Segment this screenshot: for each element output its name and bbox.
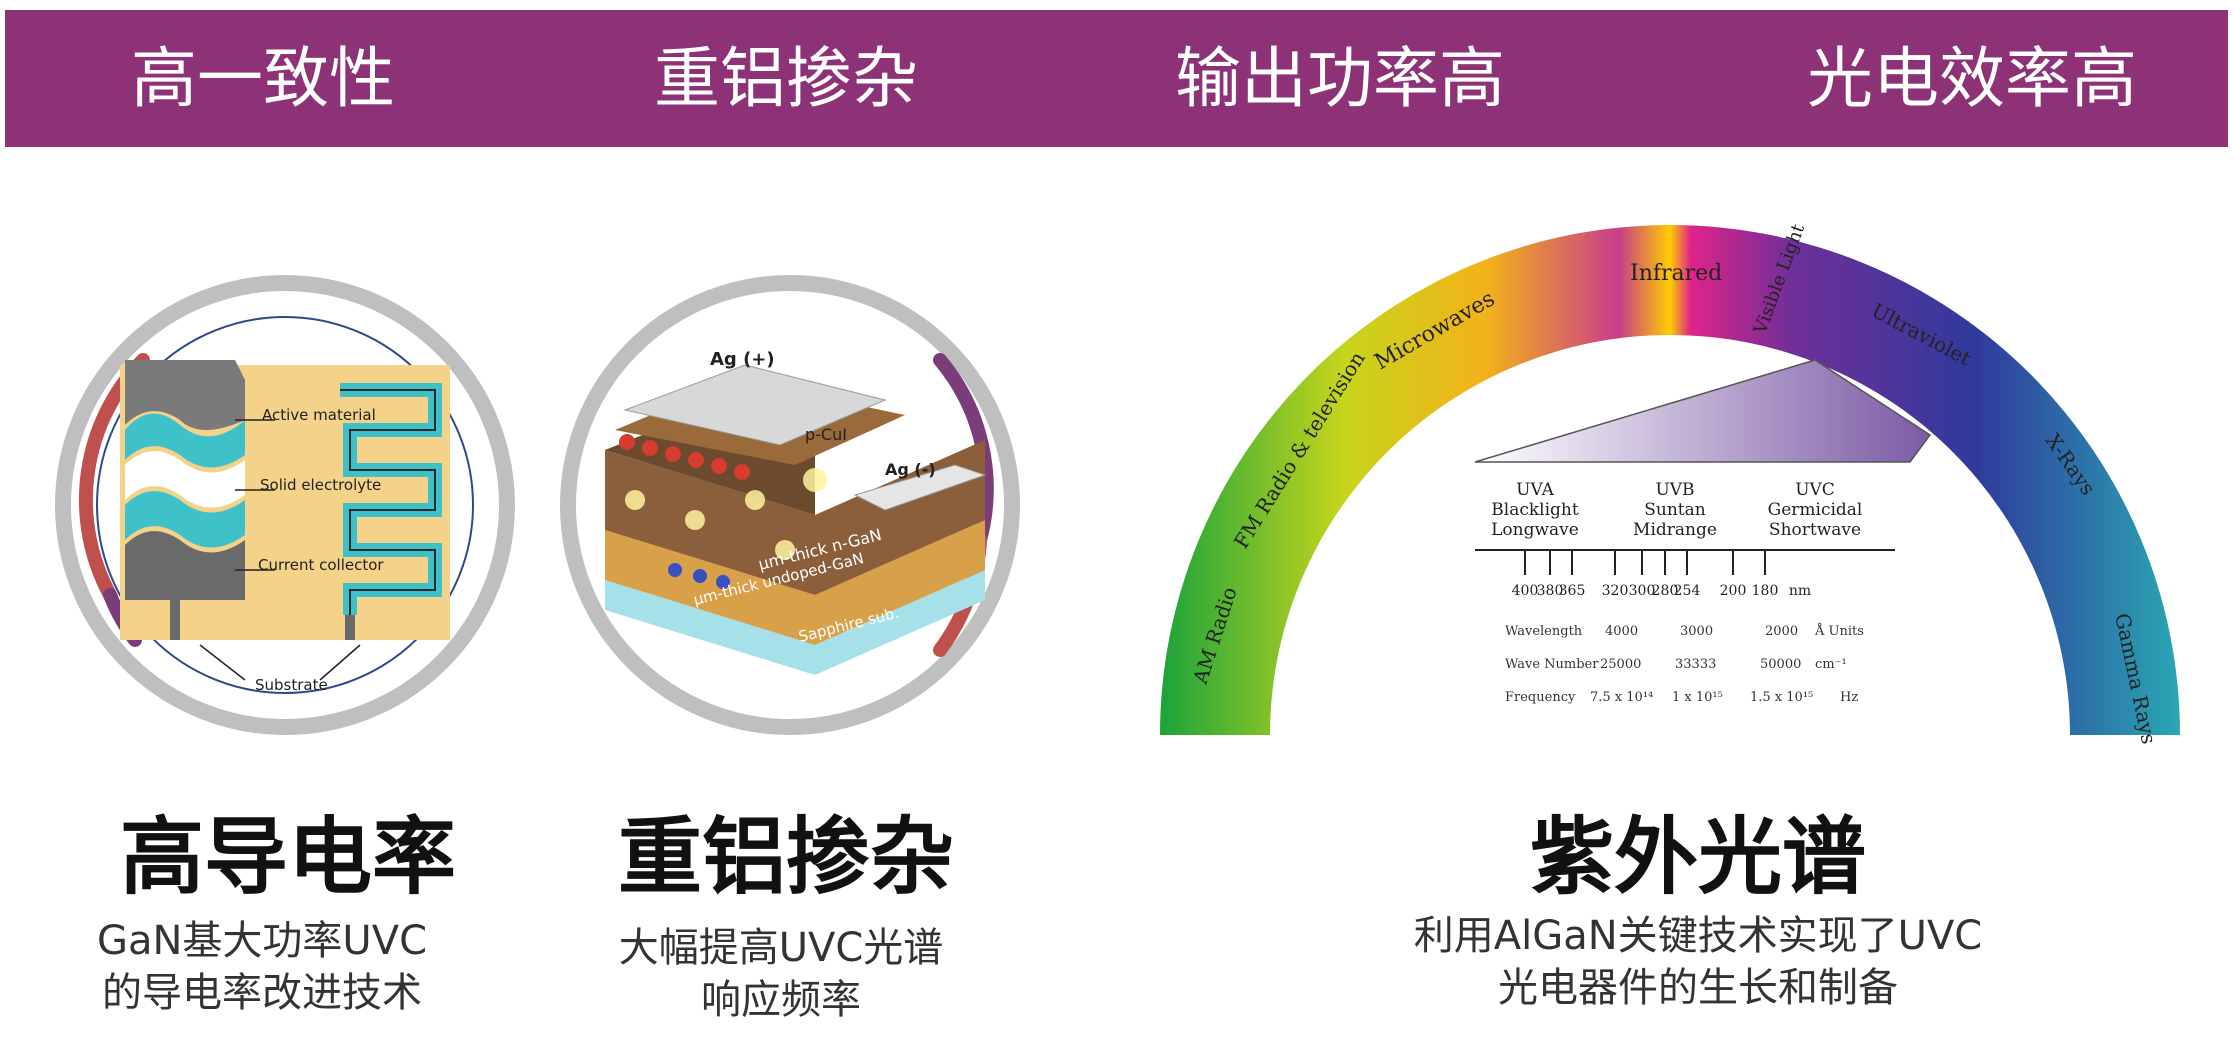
feature-desc-conductivity: GaN基大功率UVC 的导电率改进技术 [97, 915, 427, 1019]
row-unit: Å Units [1814, 623, 1864, 639]
battery-structure-figure: Active material Solid electrolyte Curren… [55, 275, 515, 735]
tick-label: 380 [1537, 583, 1564, 599]
band-uvc-line2: Shortwave [1769, 520, 1861, 540]
band-uva-line1: Blacklight [1491, 500, 1579, 520]
feature-title-uv-spectrum: 紫外光谱 [1529, 808, 1867, 906]
row-value: 25000 [1600, 657, 1641, 672]
feature-desc-al-doping: 大幅提高UVC光谱 响应频率 [619, 922, 944, 1026]
row-label-frequency: Frequency [1505, 690, 1576, 705]
band-uvb-line2: Midrange [1633, 520, 1717, 540]
row-unit: cm⁻¹ [1815, 657, 1847, 672]
row-label-wavelength: Wavelength [1505, 624, 1583, 639]
feature-title-al-doping: 重铝掺杂 [617, 808, 955, 906]
tick-label: 365 [1559, 583, 1586, 599]
band-uvb-line1: Suntan [1644, 500, 1706, 520]
tick-label: 400 [1512, 583, 1539, 599]
tick-label: 300 [1629, 583, 1656, 599]
feature-desc-uv-spectrum: 利用AlGaN关键技术实现了UVC 光电器件的生长和制备 [1414, 910, 1982, 1014]
tick-unit: nm [1789, 583, 1811, 599]
band-uvc-name: UVC [1795, 480, 1835, 500]
band-uvc-line1: Germicidal [1768, 500, 1863, 520]
banner-item-consistency: 高一致性 [131, 40, 395, 117]
row-unit: Hz [1840, 690, 1858, 705]
top-banner: 高一致性 重铝掺杂 输出功率高 光电效率高 [5, 10, 2228, 147]
feature-title-conductivity: 高导电率 [119, 808, 457, 906]
banner-item-al-doping: 重铝掺杂 [654, 40, 918, 117]
tick-label: 254 [1674, 583, 1701, 599]
label-ag-minus: Ag (-) [885, 460, 936, 479]
row-value: 50000 [1760, 657, 1801, 672]
banner-item-output-power: 输出功率高 [1175, 40, 1505, 117]
desc-line: 光电器件的生长和制备 [1497, 965, 1898, 1011]
row-label-wave-number: Wave Number [1505, 657, 1599, 672]
row-value: 1.5 x 10¹⁵ [1750, 690, 1813, 705]
desc-line: 大幅提高UVC光谱 [618, 925, 944, 971]
scale-ticks [1524, 550, 1766, 575]
tick-label: 280 [1652, 583, 1679, 599]
label-current-collector: Current collector [258, 556, 384, 574]
label-p-cui: p-CuI [805, 425, 847, 444]
desc-line: 响应频率 [700, 977, 861, 1023]
tick-label: 320 [1602, 583, 1629, 599]
desc-line: 利用AlGaN关键技术实现了UVC [1413, 913, 1983, 959]
desc-line: 的导电率改进技术 [102, 970, 422, 1016]
desc-line: GaN基大功率UVC [97, 918, 427, 964]
row-value: 7.5 x 10¹⁴ [1590, 690, 1653, 705]
row-value: 3000 [1680, 624, 1713, 639]
label-substrate: Substrate [255, 676, 328, 694]
tick-label: 200 [1720, 583, 1747, 599]
band-uvb-name: UVB [1655, 480, 1694, 500]
arc-label-infrared: Infrared [1630, 261, 1722, 286]
uv-spectrum-figure: AM Radio FM Radio & television Microwave… [1160, 221, 2180, 746]
led-structure-figure: Ag (+) p-CuI Ag (-) μm-thick n-GaN μm-th… [560, 275, 1020, 735]
row-value: 1 x 10¹⁵ [1672, 690, 1723, 705]
label-ag-plus: Ag (+) [710, 349, 775, 370]
row-value: 33333 [1675, 657, 1716, 672]
banner-item-efficiency: 光电效率高 [1807, 40, 2137, 117]
row-value: 4000 [1605, 624, 1638, 639]
label-active-material: Active material [262, 406, 376, 424]
label-solid-electrolyte: Solid electrolyte [260, 476, 381, 494]
band-uva-line2: Longwave [1491, 520, 1579, 540]
tick-label: 180 [1752, 583, 1779, 599]
band-uva-name: UVA [1516, 480, 1554, 500]
row-value: 2000 [1765, 624, 1798, 639]
